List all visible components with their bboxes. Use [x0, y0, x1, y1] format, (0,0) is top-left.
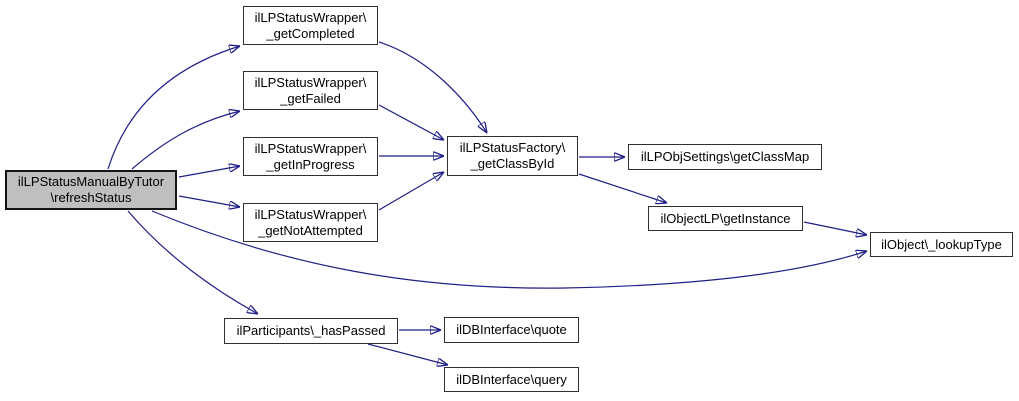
- edge-refreshstatus-getfailed: [131, 111, 240, 170]
- node-lookup-type[interactable]: ilObject\_lookupType: [870, 232, 1013, 257]
- node-get-in-progress-line1: ilLPStatusWrapper\: [254, 140, 367, 156]
- node-lookup-type-label: ilObject\_lookupType: [881, 236, 1002, 252]
- node-get-not-attempted-line2: _getNotAttempted: [258, 222, 363, 238]
- edge-refreshstatus-lookuptype: [151, 210, 867, 289]
- edge-refreshstatus-getinprogress: [178, 166, 240, 178]
- node-get-class-by-id[interactable]: ilLPStatusFactory\ _getClassById: [447, 136, 578, 176]
- node-get-class-map-label: ilLPObjSettings\getClassMap: [640, 149, 810, 164]
- node-get-completed-line1: ilLPStatusWrapper\: [254, 9, 367, 25]
- edge-haspassed-query: [367, 343, 448, 365]
- edge-getcompleted-getclassbyid: [378, 41, 487, 133]
- edge-refreshstatus-getnotattempted: [178, 195, 240, 207]
- edge-getinstance-lookuptype: [803, 221, 867, 235]
- node-quote-label: ilDBInterface\quote: [456, 322, 567, 337]
- node-get-completed[interactable]: ilLPStatusWrapper\ _getCompleted: [243, 6, 378, 45]
- node-refresh-status-line2: \refreshStatus: [50, 190, 132, 205]
- node-get-class-by-id-line1: ilLPStatusFactory\: [459, 140, 566, 155]
- node-get-instance[interactable]: ilObjectLP\getInstance: [648, 206, 803, 231]
- edge-refreshstatus-getcompleted: [107, 46, 240, 170]
- edge-getclassbyid-getinstance: [578, 173, 667, 203]
- node-get-not-attempted-line1: ilLPStatusWrapper\: [254, 206, 367, 222]
- edge-getfailed-getclassbyid: [378, 104, 444, 140]
- edge-getnotattempted-getclassbyid: [378, 172, 444, 211]
- node-has-passed[interactable]: ilParticipants\_hasPassed: [224, 318, 398, 344]
- node-query-label: ilDBInterface\query: [456, 371, 567, 387]
- node-get-failed-line1: ilLPStatusWrapper\: [254, 74, 367, 90]
- node-has-passed-label: ilParticipants\_hasPassed: [236, 323, 386, 338]
- node-get-failed-line2: _getFailed: [280, 90, 341, 106]
- node-get-failed[interactable]: ilLPStatusWrapper\ _getFailed: [243, 71, 378, 110]
- node-get-completed-line2: _getCompleted: [266, 25, 355, 41]
- node-query[interactable]: ilDBInterface\query: [444, 367, 579, 392]
- node-quote[interactable]: ilDBInterface\quote: [444, 317, 579, 343]
- node-get-not-attempted[interactable]: ilLPStatusWrapper\ _getNotAttempted: [243, 203, 378, 242]
- edge-refreshstatus-haspassed: [127, 210, 258, 314]
- node-get-class-map[interactable]: ilLPObjSettings\getClassMap: [628, 144, 822, 170]
- node-get-in-progress[interactable]: ilLPStatusWrapper\ _getInProgress: [243, 137, 378, 176]
- node-get-in-progress-line2: _getInProgress: [266, 156, 355, 172]
- node-refresh-status[interactable]: ilLPStatusManualByTutor \refreshStatus: [5, 170, 177, 210]
- node-get-class-by-id-line2: _getClassById: [470, 156, 555, 171]
- node-get-instance-label: ilObjectLP\getInstance: [660, 210, 791, 226]
- node-refresh-status-line1: ilLPStatusManualByTutor: [17, 174, 165, 189]
